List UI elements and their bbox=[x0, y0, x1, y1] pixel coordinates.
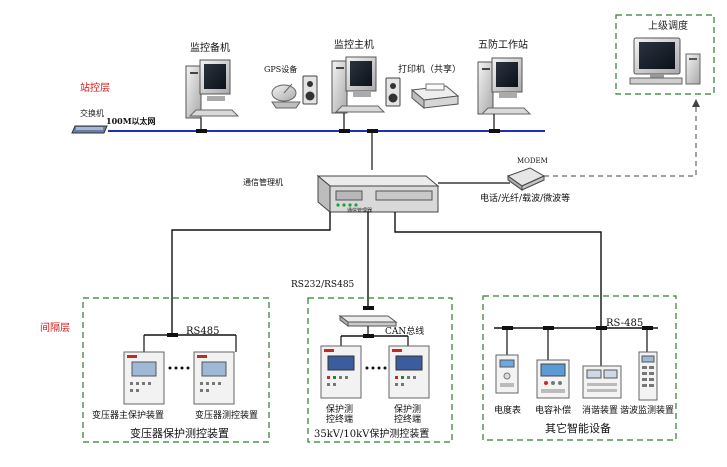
speaker-right-icon bbox=[385, 77, 401, 107]
five-prevention-label: 五防工作站 bbox=[478, 38, 528, 51]
kv-group-box bbox=[307, 297, 453, 443]
main-host-label: 监控主机 bbox=[334, 38, 374, 51]
dispatch-link-arrow bbox=[544, 99, 700, 177]
channel-label: 电话/光纤/载波/微波等 bbox=[480, 192, 570, 204]
main-host-computer-icon bbox=[331, 56, 386, 114]
other-group-box bbox=[482, 295, 677, 441]
transformer-main-protection-device bbox=[123, 351, 165, 405]
backup-host-computer-icon bbox=[185, 59, 240, 119]
arc-suppression-label: 消谐装置 bbox=[582, 404, 618, 416]
modem-label: MODEM bbox=[517, 157, 548, 165]
arc-suppression-device bbox=[582, 365, 622, 399]
printer-label: 打印机（共享） bbox=[398, 63, 461, 75]
transformer-group-box bbox=[82, 297, 270, 443]
five-prevention-computer-icon bbox=[477, 57, 532, 115]
terminal-2-label-line2: 控终端 bbox=[394, 413, 421, 425]
energy-meter-label: 电度表 bbox=[494, 404, 521, 416]
transformer-measure-control-device bbox=[193, 351, 235, 405]
terminal-1-label-line2: 控终端 bbox=[326, 413, 353, 425]
transformer-measure-control-label: 变压器测控装置 bbox=[195, 409, 258, 421]
can-hub-device bbox=[338, 315, 398, 327]
rs232-label: RS232/RS485 bbox=[291, 280, 355, 290]
kv-group-title: 35kV/10kV保护测控装置 bbox=[314, 427, 429, 440]
modem-icon bbox=[506, 167, 546, 191]
transformer-group-title: 变压器保护测控装置 bbox=[130, 426, 229, 440]
station-layer-label: 站控层 bbox=[80, 81, 110, 94]
printer-icon bbox=[410, 83, 460, 110]
harmonic-monitor-device bbox=[638, 351, 658, 401]
energy-meter-device bbox=[495, 354, 519, 394]
comm-device-text: 通信管理器 bbox=[347, 207, 372, 214]
switch-label: 交换机 bbox=[80, 108, 104, 118]
can-bus-label: CAN总线 bbox=[385, 325, 424, 337]
speaker-left-icon bbox=[302, 75, 318, 105]
remote-dispatch-box: 上级调度 bbox=[615, 14, 715, 95]
ellipsis-dots-2 bbox=[365, 366, 387, 370]
terminal-1-label-line1: 保护测 bbox=[326, 403, 353, 415]
capacitor-compensation-device bbox=[536, 359, 570, 399]
transformer-rs485-label: RS485 bbox=[186, 326, 219, 337]
switch-icon bbox=[71, 125, 108, 134]
terminal-2-label-line1: 保护测 bbox=[394, 403, 421, 415]
backup-host-label: 监控备机 bbox=[190, 41, 230, 54]
harmonic-monitor-label: 谐波监测装置 bbox=[620, 404, 674, 416]
transformer-main-protection-label: 变压器主保护装置 bbox=[92, 409, 164, 421]
protection-terminal-1-device bbox=[320, 345, 362, 399]
ethernet-label: 100M以太网 bbox=[106, 116, 156, 126]
gps-device-icon bbox=[271, 83, 301, 109]
capacitor-compensation-label: 电容补偿 bbox=[535, 404, 571, 416]
comm-manager-device: 通信管理器 bbox=[316, 174, 440, 214]
gps-label: GPS设备 bbox=[264, 64, 297, 74]
bay-layer-label: 间隔层 bbox=[40, 321, 70, 334]
other-group-title: 其它智能设备 bbox=[545, 421, 611, 435]
comm-manager-label: 通信管理机 bbox=[243, 177, 283, 187]
dispatch-label: 上级调度 bbox=[648, 19, 688, 32]
dispatch-computer-icon bbox=[629, 37, 701, 85]
protection-terminal-2-device bbox=[388, 345, 430, 399]
other-rs485-label: RS-485 bbox=[606, 318, 643, 329]
ellipsis-dots bbox=[168, 366, 190, 370]
